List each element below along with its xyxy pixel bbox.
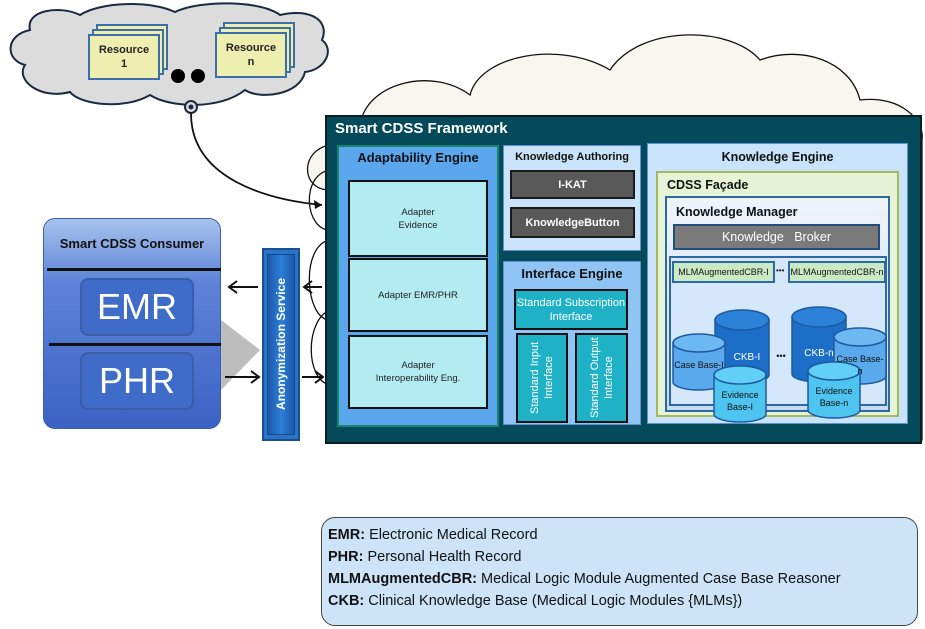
resource-connector-line xyxy=(190,111,323,206)
adaptability-engine-title: Adaptability Engine xyxy=(357,150,479,165)
knowledge-broker[interactable]: Knowledge Broker xyxy=(673,224,880,250)
evidence-base-n-label: Evidence Base-n xyxy=(808,385,860,409)
emr-record[interactable]: EMR xyxy=(80,278,194,336)
legend-box: EMR: Electronic Medical Record PHR: Pers… xyxy=(321,517,918,626)
case-base-1-label: Case Base-I xyxy=(674,360,724,370)
adapter-emr-phr[interactable]: Adapter EMR/PHR xyxy=(348,258,488,332)
knowledge-authoring-title: Knowledge Authoring xyxy=(515,151,629,163)
standard-subscription-interface[interactable]: Standard Subscription Interface xyxy=(514,289,628,330)
standard-output-label: Standard Output Interface xyxy=(588,337,615,419)
i-kat-tool[interactable]: I-KAT xyxy=(510,170,635,199)
mlm-augmented-cbr-n[interactable]: MLMAugmentedCBR-n xyxy=(788,261,886,283)
anonymization-service-inner: Anonymization Service xyxy=(267,254,295,435)
knowledge-engine-title: Knowledge Engine xyxy=(721,150,834,164)
evidence-base-1-line2: Base-I xyxy=(726,402,753,412)
evidence-base-n-line1: Evidence xyxy=(815,386,853,396)
legend-term: CKB: xyxy=(328,593,365,609)
consumer-title: Smart CDSS Consumer xyxy=(59,236,205,251)
adapter-evidence-line1: Adapter xyxy=(401,206,435,218)
knowledgebutton-tool[interactable]: KnowledgeButton xyxy=(510,207,635,238)
legend-term: EMR: xyxy=(328,527,366,543)
interface-engine-title: Interface Engine xyxy=(521,266,623,281)
legend-item: CKB: Clinical Knowledge Base (Medical Lo… xyxy=(328,590,917,612)
adapter-interop-line1: Adapter xyxy=(401,360,435,371)
adapter-evidence-line2: Evidence xyxy=(398,219,438,231)
resource-n-document[interactable]: Resource n xyxy=(215,32,287,78)
anonymization-service-label: Anonymization Service xyxy=(274,278,288,411)
resource-n-label: Resource xyxy=(225,42,277,54)
data-flow-arrows xyxy=(225,280,325,384)
ckb-1-label: CKB-I xyxy=(733,352,761,363)
ckb-n-label: CKB-n xyxy=(804,348,834,359)
consumer-divider xyxy=(49,343,221,346)
legend-term: MLMAugmentedCBR: xyxy=(328,571,478,587)
resource-1-document[interactable]: Resource 1 xyxy=(88,34,160,80)
adapter-interop-line2: Interoperability Eng. xyxy=(375,373,461,384)
consumer-divider xyxy=(47,268,221,271)
mlm-ellipsis: ••• xyxy=(776,266,785,275)
legend-item: EMR: Electronic Medical Record xyxy=(328,524,917,546)
legend-term: PHR: xyxy=(328,549,364,565)
adapter-interoperability[interactable]: Adapter Interoperability Eng. xyxy=(348,335,488,409)
legend-definition: Personal Health Record xyxy=(363,549,522,565)
legend-definition: Medical Logic Module Augmented Case Base… xyxy=(477,571,841,587)
legend-definition: Clinical Knowledge Base (Medical Logic M… xyxy=(364,593,743,609)
adapter-emr-phr-label: Adapter EMR/PHR xyxy=(378,289,458,301)
framework-title: Smart CDSS Framework xyxy=(335,120,508,137)
evidence-base-n-line2: Base-n xyxy=(819,398,849,408)
resource-1-label: Resource xyxy=(98,44,150,56)
resource-n-index: n xyxy=(247,56,255,68)
mlm-augmented-cbr-1[interactable]: MLMAugmentedCBR-I xyxy=(672,261,775,283)
evidence-base-1-line1: Evidence xyxy=(721,390,759,400)
cdss-facade-title: CDSS Façade xyxy=(667,178,749,192)
resource-1-index: 1 xyxy=(120,58,128,70)
phr-record[interactable]: PHR xyxy=(80,352,194,410)
legend-item: PHR: Personal Health Record xyxy=(328,546,917,568)
standard-output-interface[interactable]: Standard Output Interface xyxy=(575,333,628,423)
legend-item: MLMAugmentedCBR: Medical Logic Module Au… xyxy=(328,568,917,590)
adapter-evidence[interactable]: Adapter Evidence xyxy=(348,180,488,257)
dot-icon xyxy=(191,69,205,83)
consumer-pointer xyxy=(221,320,260,390)
standard-input-label: Standard Input Interface xyxy=(529,341,555,415)
case-base-n-label: Case Base-n xyxy=(836,354,884,376)
dot-icon xyxy=(171,69,185,83)
ckb-ellipsis: ••• xyxy=(776,351,786,361)
legend-definition: Electronic Medical Record xyxy=(365,527,538,543)
evidence-base-1-label: Evidence Base-I xyxy=(714,389,766,413)
knowledge-manager-title: Knowledge Manager xyxy=(676,205,798,219)
standard-input-interface[interactable]: Standard Input Interface xyxy=(516,333,568,423)
